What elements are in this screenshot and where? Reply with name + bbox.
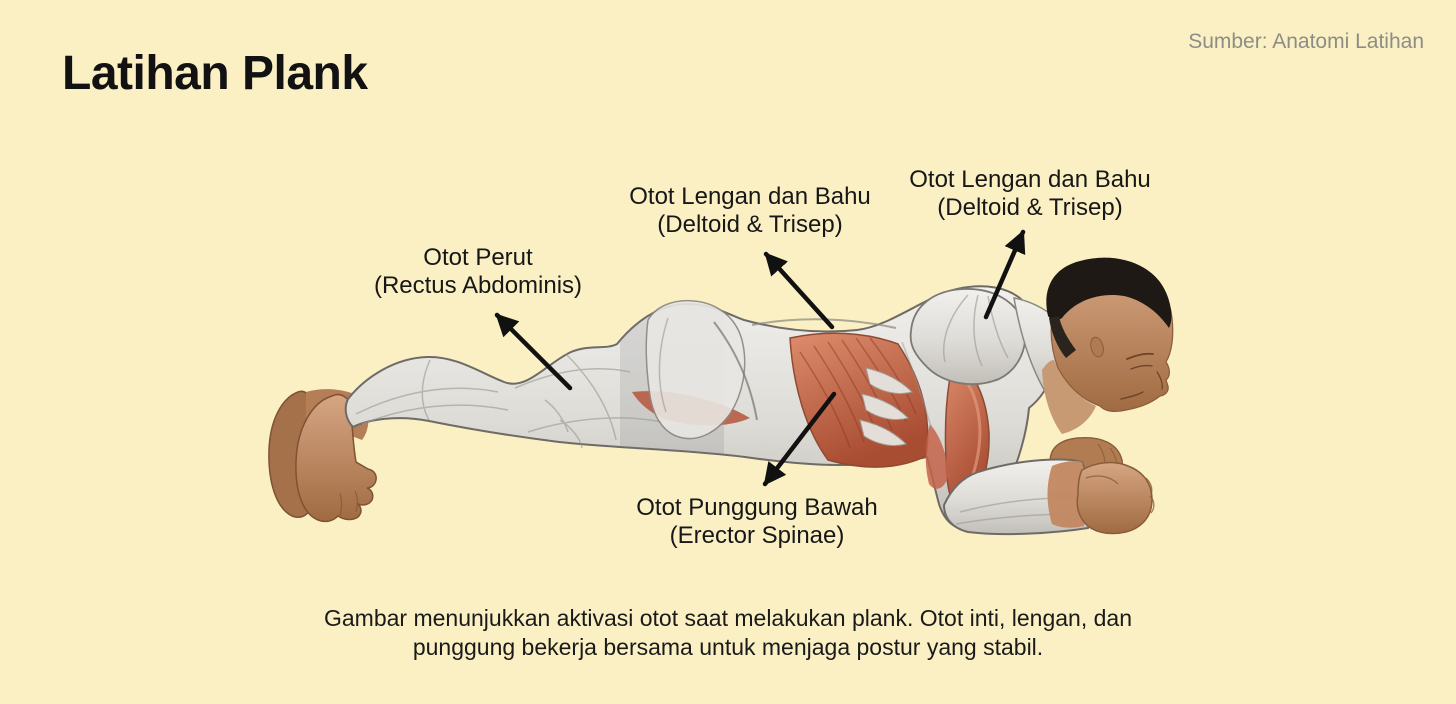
annotation-arrows xyxy=(494,229,1026,487)
label-line2: (Deltoid & Trisep) xyxy=(937,194,1123,221)
label-otot-lengan-bahu-kiri: Otot Lengan dan Bahu (Deltoid & Trisep) xyxy=(629,183,871,239)
head-and-neck xyxy=(1013,257,1174,434)
label-line2: (Rectus Abdominis) xyxy=(373,272,583,299)
near-forearm-and-fist xyxy=(942,458,1155,536)
arrow-otot-lengan-bahu-kanan xyxy=(983,229,1026,320)
wrist-skin xyxy=(1047,461,1087,528)
hair xyxy=(1046,257,1172,328)
label-otot-perut: Otot Perut (Rectus Abdominis) xyxy=(374,244,582,300)
figure-caption: Gambar menunjukkan aktivasi otot saat me… xyxy=(324,604,1132,662)
ear xyxy=(1090,336,1104,358)
deltoid-muscle xyxy=(909,288,1027,385)
face-details xyxy=(1120,352,1163,400)
caption-line2: punggung bekerja bersama untuk menjaga p… xyxy=(412,634,1044,660)
label-otot-punggung-bawah: Otot Punggung Bawah (Erector Spinae) xyxy=(636,494,878,550)
label-line1: Otot Punggung Bawah xyxy=(636,494,878,521)
label-line1: Otot Perut xyxy=(423,244,533,271)
label-line1: Otot Lengan dan Bahu xyxy=(909,166,1151,193)
page-title: Latihan Plank xyxy=(62,47,368,100)
label-line1: Otot Lengan dan Bahu xyxy=(629,183,871,210)
label-line2: (Deltoid & Trisep) xyxy=(657,211,843,238)
serratus-wedges xyxy=(859,367,913,447)
highlighted-oblique-muscles xyxy=(789,332,929,468)
caption-line1: Gambar menunjukkan aktivasi otot saat me… xyxy=(323,605,1133,631)
arrow-otot-perut xyxy=(494,312,573,391)
label-line2: (Erector Spinae) xyxy=(669,522,845,549)
lat-line xyxy=(901,341,933,431)
near-fist xyxy=(1076,461,1153,535)
front-foot xyxy=(295,393,377,523)
source-credit: Sumber: Anatomi Latihan xyxy=(1188,30,1424,53)
hair-nape xyxy=(1049,316,1076,358)
neck-skin xyxy=(1042,360,1096,434)
arrow-otot-lengan-bahu-kiri xyxy=(763,251,835,330)
glute-muscle xyxy=(645,299,758,440)
label-otot-lengan-bahu-kanan: Otot Lengan dan Bahu (Deltoid & Trisep) xyxy=(909,166,1151,222)
feet xyxy=(268,389,377,523)
arrow-otot-punggung-bawah xyxy=(762,391,837,487)
